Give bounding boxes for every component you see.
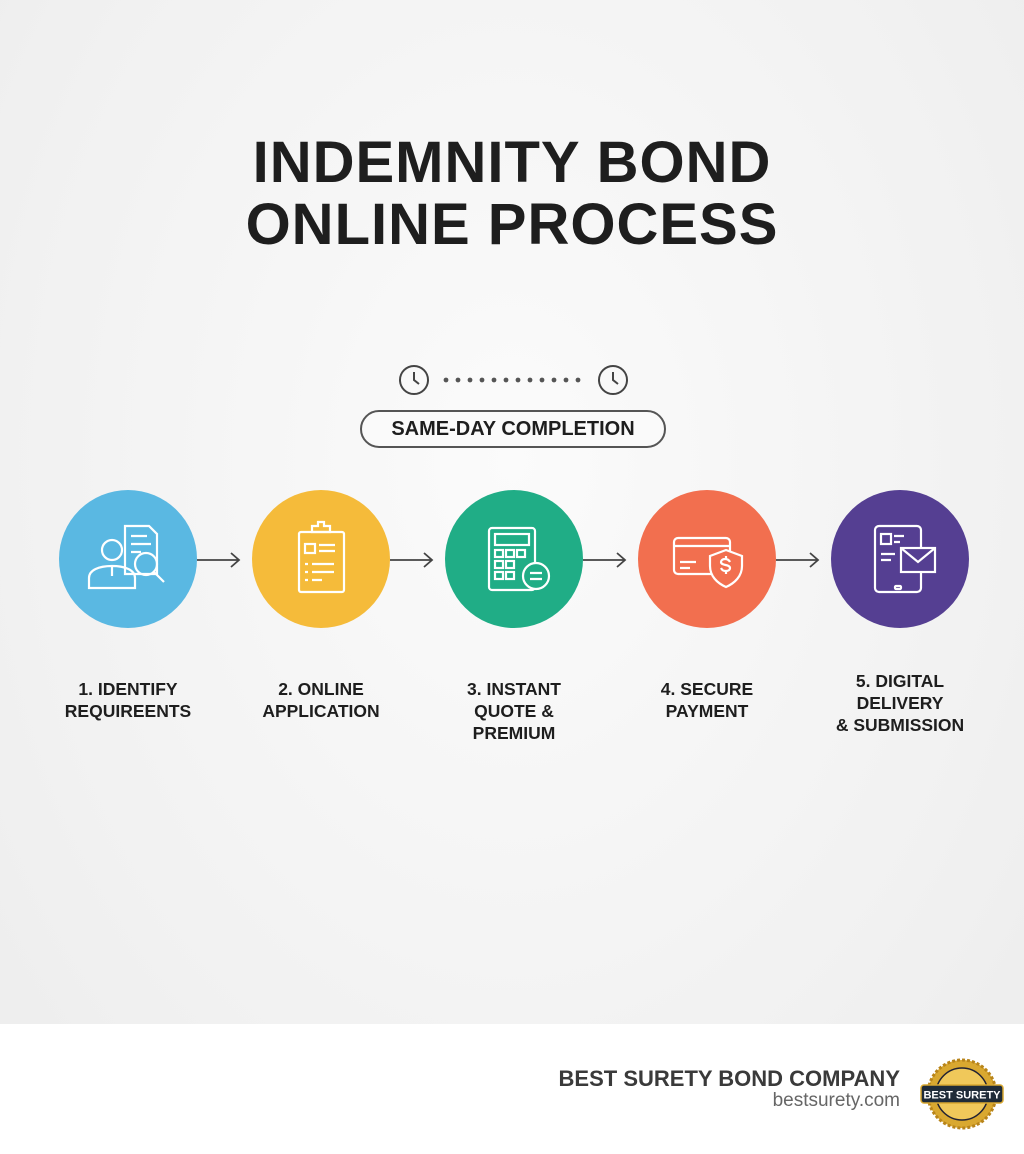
card-shield-dollar-icon (672, 536, 744, 589)
clock-icon (598, 365, 628, 395)
company-name: BEST SURETY BOND COMPANY (558, 1066, 900, 1091)
calculator-icon (487, 526, 551, 592)
svg-text:BEST SURETY: BEST SURETY (923, 1090, 1001, 1102)
clipboard-form-icon (297, 520, 346, 594)
step-1-circle (59, 490, 197, 628)
title-line-1: INDEMNITY BOND (252, 130, 772, 195)
title-line-2: ONLINE PROCESS (245, 192, 779, 257)
step-3-circle (445, 490, 583, 628)
step-5-circle (831, 490, 969, 628)
arrow-icon (776, 552, 820, 568)
arrow-icon (197, 552, 241, 568)
arrow-icon (583, 552, 627, 568)
person-document-search-icon (87, 524, 165, 590)
arrow-icon (390, 552, 434, 568)
tablet-envelope-icon (873, 524, 937, 594)
step-4-circle (638, 490, 776, 628)
clock-icon (399, 365, 429, 395)
timeline-dots (399, 365, 628, 395)
company-website: bestsurety.com (772, 1090, 900, 1111)
footer (0, 1024, 1024, 1154)
best-surety-seal-logo: BEST SURETY (920, 1058, 1004, 1130)
same-day-badge: SAME-DAY COMPLETION (360, 410, 666, 448)
page-title: INDEMNITY BOND ONLINE PROCESS (0, 132, 1024, 256)
step-2-circle (252, 490, 390, 628)
